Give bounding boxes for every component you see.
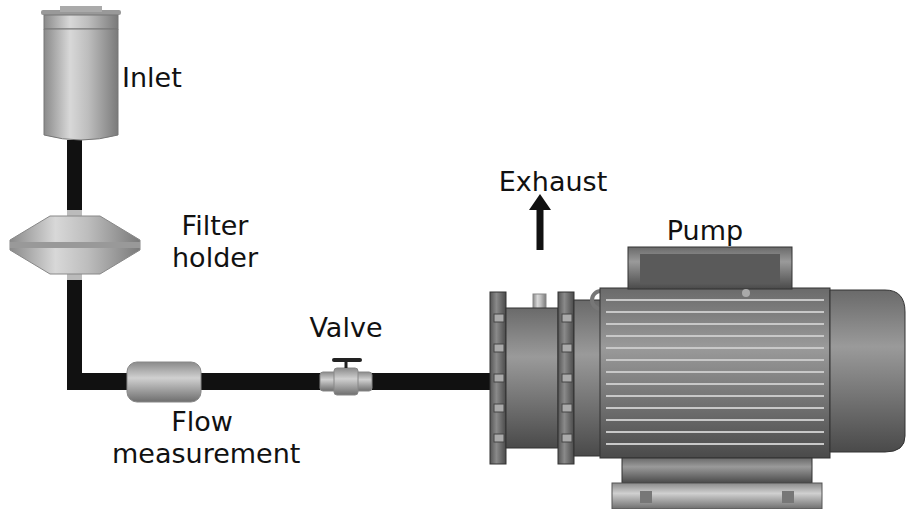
part-label: Exhaust (488, 166, 618, 198)
flange-bolt (562, 374, 572, 382)
flange-bolt (562, 404, 572, 412)
flange-bolt (494, 344, 504, 352)
part-label: Filter holder (150, 210, 280, 275)
flange-bolt (562, 434, 572, 442)
part-label: Valve (296, 312, 396, 344)
cooling-fin (606, 323, 824, 325)
cooling-fin (606, 299, 824, 301)
flange-bolt (562, 314, 572, 322)
part-label: Inlet (122, 62, 242, 94)
cooling-fin (606, 395, 824, 397)
cooling-fin (606, 431, 824, 433)
cooling-fin (606, 335, 824, 337)
cooling-fin (606, 383, 824, 385)
flange-bolt (494, 314, 504, 322)
cooling-fin (606, 311, 824, 313)
flange-bolt (494, 434, 504, 442)
cooling-fin (606, 443, 824, 445)
cooling-fin (606, 419, 824, 421)
cooling-fin (606, 371, 824, 373)
cooling-fin (606, 359, 824, 361)
cooling-fin (606, 347, 824, 349)
flange-bolt (494, 374, 504, 382)
flange-bolt (562, 344, 572, 352)
cooling-fin (606, 407, 824, 409)
part-label: Flow measurement (112, 406, 292, 471)
part-label: Pump (640, 215, 770, 247)
flange-bolt (494, 404, 504, 412)
